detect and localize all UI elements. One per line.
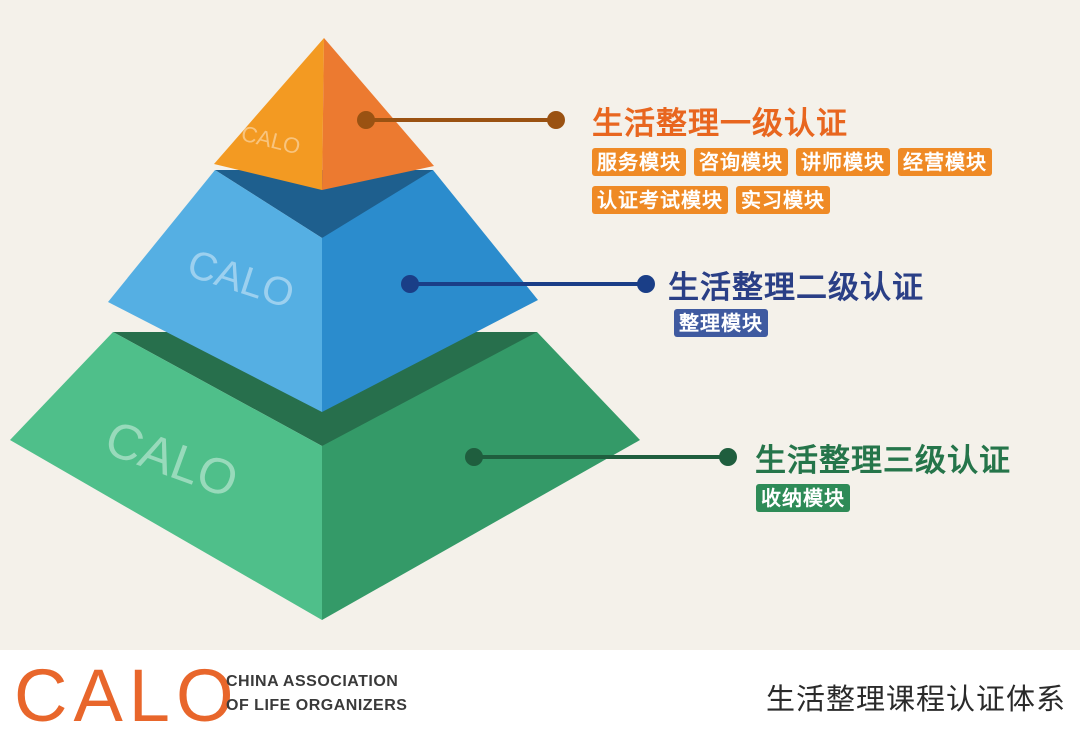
module-tag: 服务模块 xyxy=(592,148,686,176)
association-line1: CHINA ASSOCIATION xyxy=(226,673,399,690)
association-name: CHINA ASSOCIATION OF LIFE ORGANIZERS xyxy=(226,670,407,718)
system-title: 生活整理课程认证体系 xyxy=(765,682,1066,716)
module-tag: 认证考试模块 xyxy=(592,186,728,214)
tier3-modules: 收纳模块 xyxy=(756,484,850,512)
tier2-modules: 整理模块 xyxy=(674,309,768,337)
connector-tier3 xyxy=(465,448,737,466)
pyramid-bottom-right-face xyxy=(322,332,640,620)
tier2-title: 生活整理二级认证 xyxy=(668,270,924,306)
module-tag: 经营模块 xyxy=(898,148,992,176)
pyramid-middle-right-face xyxy=(322,170,538,412)
pyramid-top-right-face xyxy=(322,38,434,190)
module-tag: 收纳模块 xyxy=(756,484,850,512)
footer: CALO CHINA ASSOCIATION OF LIFE ORGANIZER… xyxy=(0,650,1080,741)
pyramid-middle-left-face xyxy=(108,170,322,412)
pyramid-graphic: CALO CALO CALO xyxy=(10,38,737,620)
pyramid-bottom-left-face xyxy=(10,332,322,620)
module-tag: 讲师模块 xyxy=(796,148,890,176)
module-tag: 实习模块 xyxy=(736,186,830,214)
tier1-title: 生活整理一级认证 xyxy=(592,106,848,142)
tier1-modules: 服务模块 咨询模块 讲师模块 经营模块 认证考试模块 实习模块 xyxy=(592,148,1067,214)
association-line2: OF LIFE ORGANIZERS xyxy=(226,697,408,714)
tier3-title: 生活整理三级认证 xyxy=(755,443,1011,479)
connector-tier1 xyxy=(357,111,565,129)
pyramid-top-left-face xyxy=(214,38,324,190)
module-tag: 整理模块 xyxy=(674,309,768,337)
connector-tier2 xyxy=(401,275,655,293)
module-tag: 咨询模块 xyxy=(694,148,788,176)
calo-logo: CALO xyxy=(14,654,240,737)
pyramid-diagram: CALO CALO CALO 生活整理一级认证 服务模块 咨询模块 讲师模块 经… xyxy=(10,38,1067,620)
